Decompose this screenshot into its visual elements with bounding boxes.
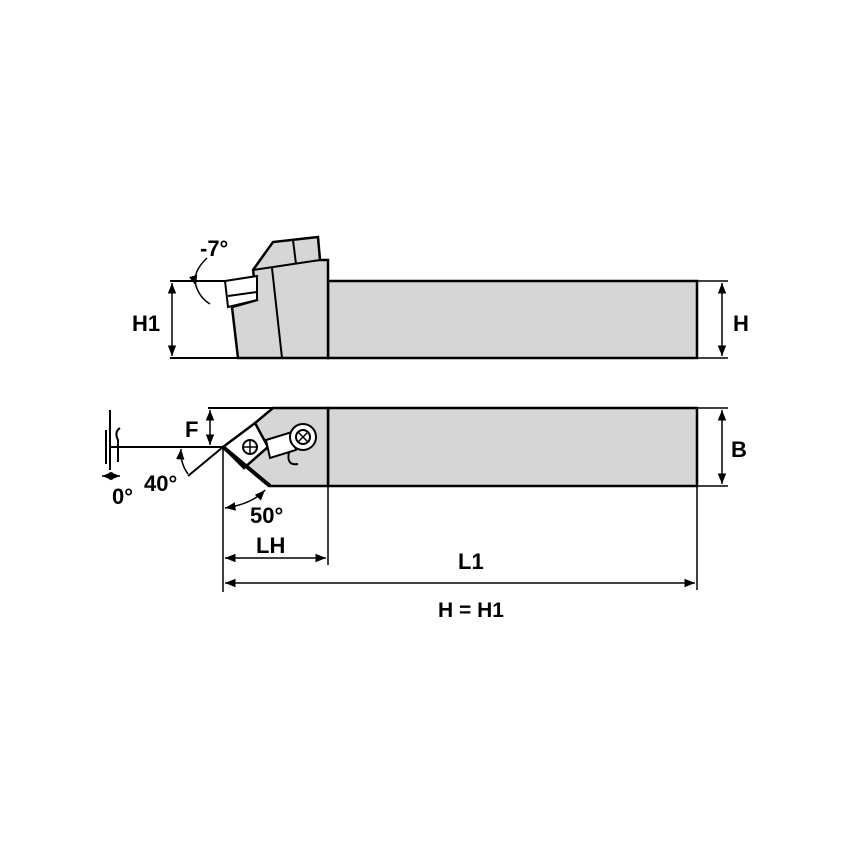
side-view: H1 -7° H <box>132 235 749 360</box>
angle-0-label: 0° <box>112 484 133 509</box>
shank-side <box>326 279 699 360</box>
h1-label: H1 <box>132 311 160 336</box>
f-label: F <box>185 417 198 442</box>
insert-side <box>223 274 258 309</box>
angle-arc <box>189 257 208 287</box>
angle-50-label: 50° <box>250 503 283 528</box>
clamp <box>264 430 298 460</box>
angle-40-label: 40° <box>144 471 177 496</box>
shank-top <box>326 406 699 488</box>
top-view: F 40° 0° 50° LH L1 B H = H1 <box>102 406 747 622</box>
lh-label: LH <box>256 533 285 558</box>
b-label: B <box>731 437 747 462</box>
l1-label: L1 <box>458 549 484 574</box>
angle-50-arc <box>224 489 266 511</box>
angle-minus7-label: -7° <box>200 236 228 261</box>
h-label: H <box>733 311 749 336</box>
note-label: H = H1 <box>438 599 504 622</box>
